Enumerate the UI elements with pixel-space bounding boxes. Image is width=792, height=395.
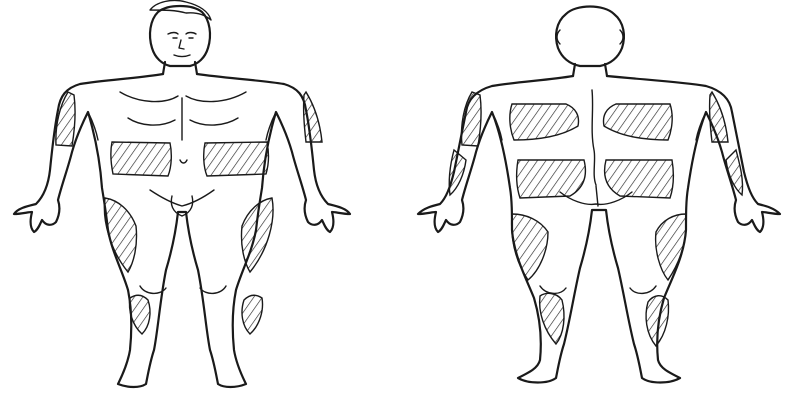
back-body-figure xyxy=(418,7,780,383)
back-right-lower-back-region xyxy=(605,160,674,198)
front-head xyxy=(150,0,211,74)
back-right-upper-back-region xyxy=(604,104,673,140)
back-right-thigh-region xyxy=(656,214,687,280)
back-left-calf-region xyxy=(540,293,564,344)
front-left-calf-region xyxy=(242,295,263,334)
front-left-abdomen-region xyxy=(204,142,269,176)
back-right-upper-arm-region xyxy=(710,92,728,142)
back-left-lower-back-region xyxy=(517,160,586,198)
back-left-upper-back-region xyxy=(510,104,579,140)
back-head xyxy=(556,7,624,77)
front-body-figure xyxy=(14,0,350,387)
front-right-abdomen-region xyxy=(111,142,171,176)
back-left-thigh-region xyxy=(512,214,548,280)
front-hatched-regions xyxy=(56,92,322,334)
front-right-upper-arm-region xyxy=(56,92,75,146)
front-right-calf-region xyxy=(130,295,151,334)
